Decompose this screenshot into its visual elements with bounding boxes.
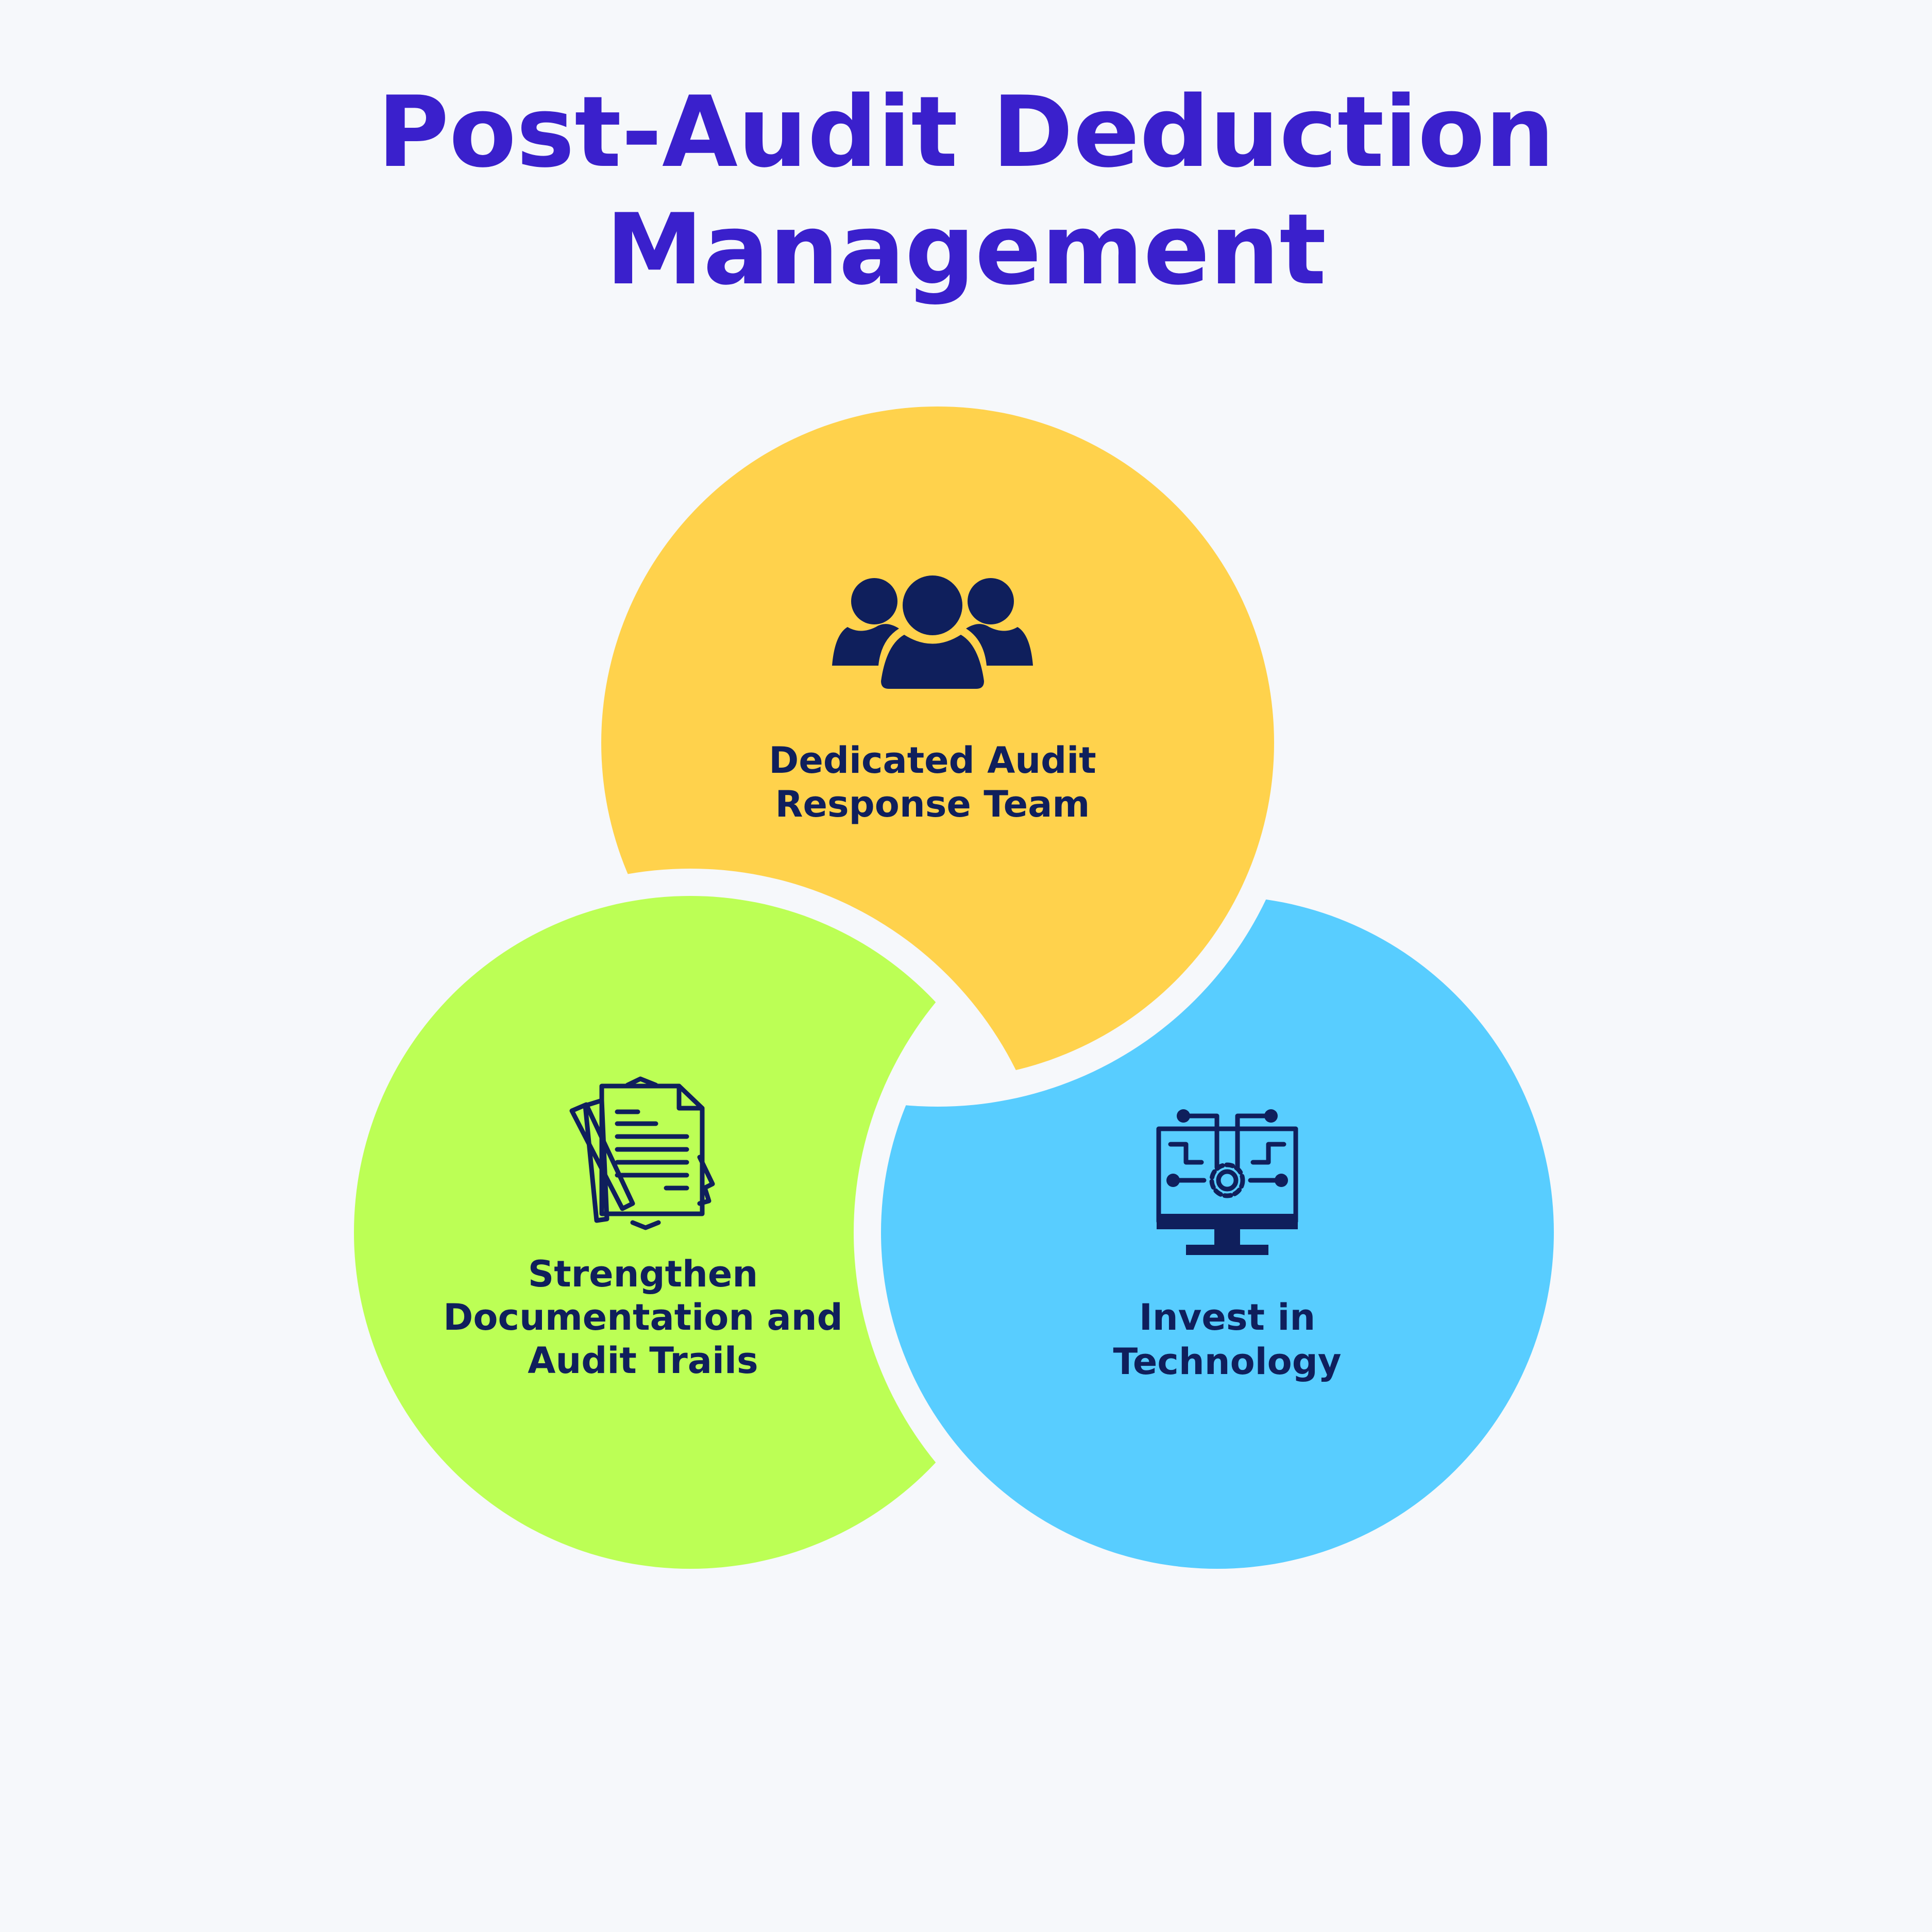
title-line-1: Post-Audit Deduction: [377, 75, 1554, 189]
team-icon: [832, 575, 1033, 689]
label-audit-team-line-1: Dedicated Audit: [769, 739, 1096, 782]
label-documentation-line-2: Documentation and: [443, 1296, 842, 1338]
label-documentation-line-3: Audit Trails: [528, 1340, 758, 1382]
label-documentation-line-1: Strengthen: [528, 1253, 758, 1295]
monitor-circuit-icon: [1156, 1109, 1298, 1255]
label-audit-team-line-2: Response Team: [775, 783, 1090, 825]
label-technology-line-2: Technology: [1113, 1341, 1341, 1383]
title-line-2: Management: [606, 193, 1327, 307]
label-technology-line-1: Invest in: [1139, 1296, 1315, 1338]
circle-documentation: [354, 896, 1027, 1569]
documents-icon: [569, 1076, 715, 1230]
